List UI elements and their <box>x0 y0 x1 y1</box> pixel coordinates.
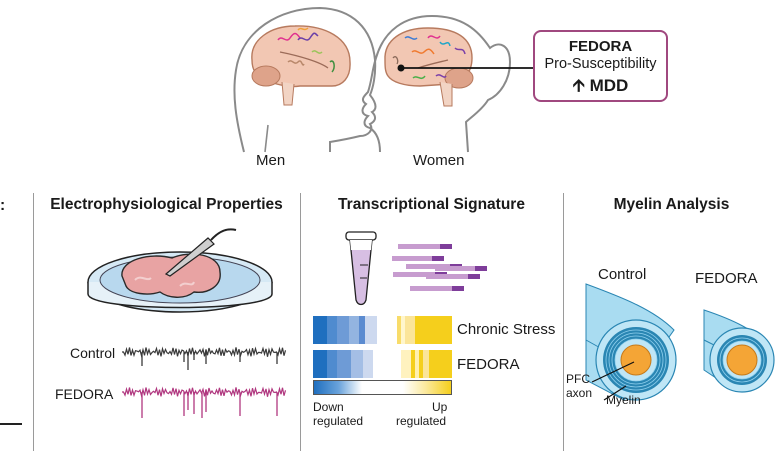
cropped-left-text: : <box>0 197 6 214</box>
rna-read <box>406 264 450 269</box>
heatmap-cell <box>411 350 415 378</box>
trace-label-control: Control <box>70 345 116 361</box>
legend-down-line1: Down <box>313 400 344 414</box>
women-label: Women <box>413 152 465 169</box>
heatmap-label-fedora: FEDORA <box>457 356 520 373</box>
heatmap-cell <box>418 350 423 378</box>
rna-reads <box>392 244 487 291</box>
rna-read <box>392 256 432 261</box>
heatmap-cell <box>363 350 373 378</box>
heatmap-cell <box>337 316 349 344</box>
myelin-title: Myelin Analysis <box>613 196 730 213</box>
rna-read <box>393 272 435 277</box>
myelin-label: Myelin <box>606 393 641 407</box>
rna-read <box>426 274 468 279</box>
rna-read <box>410 286 452 291</box>
electrophysiology-title: Electrophysiological Properties <box>50 196 283 213</box>
heatmap-cell <box>351 350 363 378</box>
tube-icon <box>345 231 377 306</box>
heatmap-cell <box>414 350 419 378</box>
heatmap-cell <box>313 350 327 378</box>
rna-read <box>398 244 440 249</box>
heatmap-cell <box>349 316 359 344</box>
fedora-callout-box: FEDORA Pro-Susceptibility 🡩 MDD <box>533 30 668 102</box>
up-arrow-icon: 🡩 <box>572 76 585 95</box>
panel-divider <box>300 193 301 451</box>
heatmap-cell <box>404 316 415 344</box>
transcriptional-title: Transcriptional Signature <box>338 196 525 213</box>
rna-read <box>435 266 475 271</box>
legend-up-line1: Up <box>432 400 448 414</box>
cropped-left-rule <box>0 423 22 425</box>
heatmap-cell <box>397 316 401 344</box>
heatmap-cell <box>359 316 365 344</box>
heatmap-cell <box>400 316 405 344</box>
top-illustration <box>233 6 533 153</box>
myelin-control-label: Control <box>598 266 647 283</box>
trace-label-fedora: FEDORA <box>55 386 114 402</box>
petri-dish-illustration <box>87 228 273 313</box>
trace-waveform <box>122 386 287 399</box>
women-head-illustration <box>361 14 533 153</box>
heatmap-cell <box>327 350 337 378</box>
trace-waveform <box>122 346 287 359</box>
callout-effect: 🡩 MDD <box>535 73 666 102</box>
rna-read-tag <box>452 286 464 291</box>
control-trace <box>122 346 287 370</box>
heatmap-cell <box>327 316 337 344</box>
heatmap-cell <box>365 316 377 344</box>
myelin-illustration <box>585 283 775 401</box>
heatmap-cell <box>428 350 452 378</box>
rna-read-tag <box>475 266 487 271</box>
heatmap-cell <box>373 350 401 378</box>
heatmap-cell <box>422 350 429 378</box>
heatmap-cell <box>401 350 411 378</box>
rna-read-tag <box>468 274 480 279</box>
rna-read-tag <box>432 256 444 261</box>
fedora-trace <box>122 386 287 418</box>
legend-down-line2: regulated <box>313 414 364 428</box>
men-head-illustration <box>233 6 377 153</box>
legend-up-line2: regulated <box>396 414 447 428</box>
control-axon-illustration <box>585 283 677 401</box>
heatmap-cell <box>337 350 351 378</box>
heatmap-cell <box>313 316 327 344</box>
myelin-fedora-label: FEDORA <box>695 270 758 287</box>
axon-label-line2: axon <box>566 386 593 400</box>
fedora-axon-illustration <box>703 309 775 393</box>
men-label: Men <box>256 152 286 169</box>
rna-read-tag <box>440 244 452 249</box>
heatmap-label-chronic-stress: Chronic Stress <box>457 321 556 338</box>
callout-subtitle: Pro-Susceptibility <box>544 56 657 72</box>
heatmap-cell <box>377 316 397 344</box>
electrode-pipette <box>164 237 215 277</box>
heatmap-row-chronic-stress <box>313 316 452 344</box>
panel-divider <box>563 193 564 451</box>
panel-divider <box>33 193 34 451</box>
rna-tube-illustration <box>345 231 487 306</box>
callout-effect-text: MDD <box>589 76 629 95</box>
axon-label-line1: PFC <box>566 372 590 386</box>
heatmap-cell <box>414 316 452 344</box>
regulation-color-scale <box>313 380 452 395</box>
callout-title: FEDORA <box>568 38 633 55</box>
heatmap-row-fedora <box>313 350 452 378</box>
